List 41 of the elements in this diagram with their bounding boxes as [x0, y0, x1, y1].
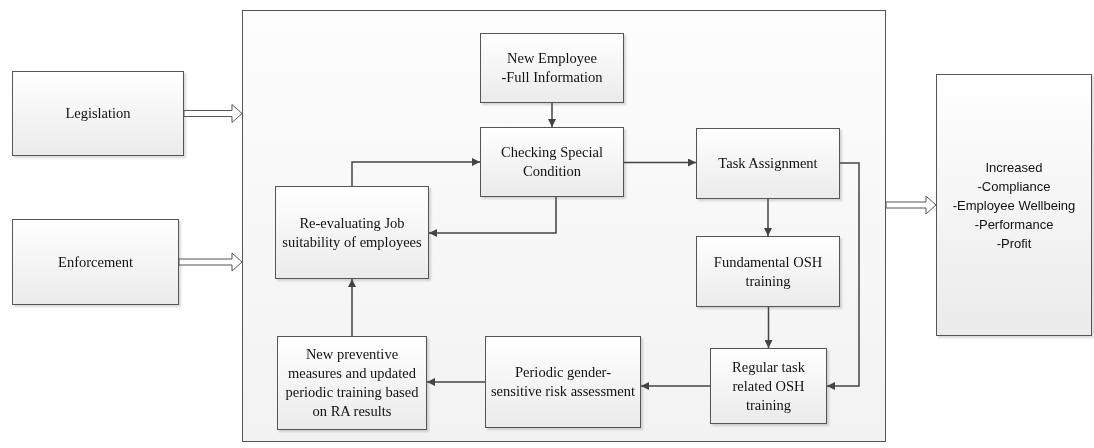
box-label: -Employee Wellbeing	[952, 196, 1076, 215]
process-box	[936, 74, 1092, 336]
process-box	[710, 348, 827, 424]
process-box	[480, 127, 624, 197]
arrow	[426, 378, 486, 386]
box-label: Increased	[985, 158, 1043, 177]
arrow	[548, 102, 556, 128]
box-label: Enforcement	[58, 252, 133, 272]
hollow-arrow	[885, 195, 937, 215]
arrow	[640, 382, 711, 390]
box-label: Fundamental OSH training	[712, 252, 824, 291]
process-box	[12, 71, 184, 156]
box-label: -Performance	[974, 215, 1054, 234]
process-box	[275, 186, 429, 279]
arrow	[623, 158, 697, 167]
box-label: Legislation	[65, 104, 131, 123]
process-box	[480, 33, 624, 103]
hollow-arrow	[183, 104, 243, 123]
arrow	[764, 306, 773, 349]
arrow	[428, 196, 557, 237]
arrow	[351, 158, 481, 187]
box-label: -Profit	[996, 234, 1032, 253]
box-label: New Employee	[507, 49, 597, 68]
box-label: -Compliance	[977, 177, 1051, 196]
process-box	[277, 336, 427, 430]
process-box	[12, 219, 179, 305]
box-label: Periodic gender-sensitive risk assessment	[490, 363, 636, 401]
box-label: -Full Information	[501, 68, 603, 87]
box-label: Re-evaluating Job suitability of employees	[281, 213, 423, 252]
arrow	[826, 162, 860, 390]
box-label: Checking Special Condition	[500, 143, 604, 181]
process-box	[696, 236, 840, 307]
box-label: Regular task related OSH training	[731, 357, 806, 415]
arrow	[348, 278, 356, 337]
process-group-frame	[242, 10, 886, 442]
box-label: New preventive measures and updated periodic training based on RA results	[284, 345, 420, 421]
process-box	[696, 128, 840, 199]
process-box	[485, 336, 641, 428]
arrow	[764, 198, 772, 237]
hollow-arrow	[178, 252, 243, 272]
box-label: Task Assignment	[718, 154, 818, 173]
